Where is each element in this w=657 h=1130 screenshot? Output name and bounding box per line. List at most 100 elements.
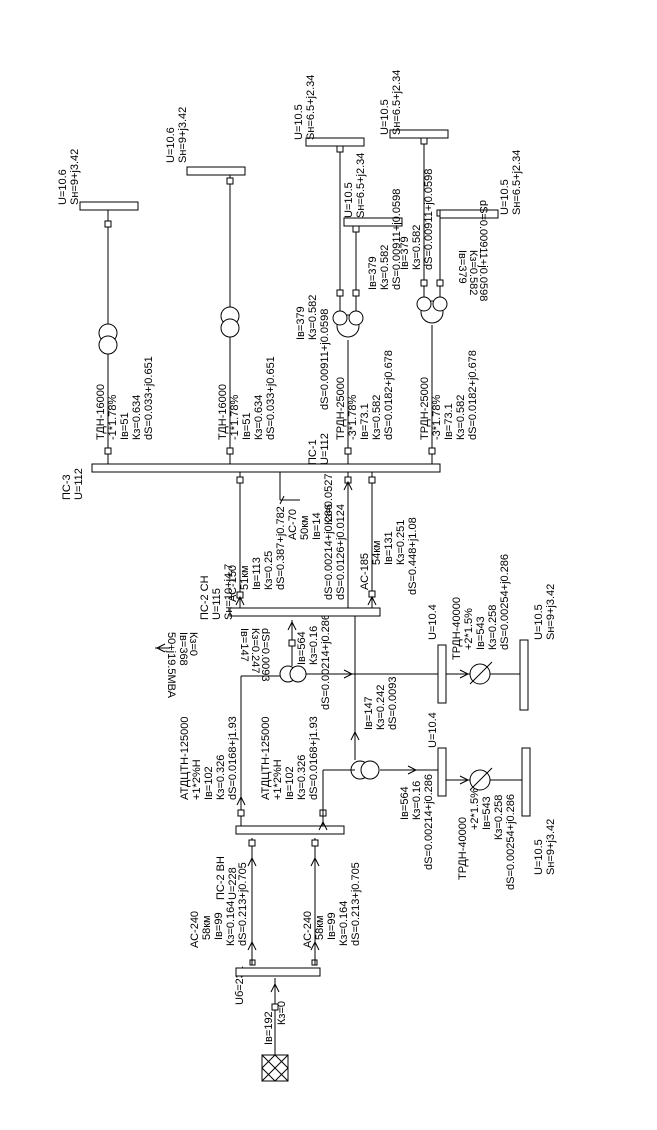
winding-left-b-ds: dS=0.00911+j0.0598 [391,189,403,290]
ac70-len: 50км [299,515,311,540]
load-ps1-1-s: Sн=6.5+j2.34 [305,75,317,140]
mirror-note-l3: Iв=147 [238,628,250,662]
ac240-left-len: 58км [201,915,213,940]
at-lv-upper-kz: Кз=0.242 [375,685,387,730]
atdc-left-ds: dS=0.0168+j1.93 [227,716,239,800]
source-bus [235,967,321,977]
trdn-25k-right-tap: -3*1.78% [431,395,443,440]
mirror-ps1-iv: Iв=379 [456,250,468,284]
tdn-left-type: ТДН-16000 [95,384,107,440]
load-ps3-right-s: Sн=9+j3.42 [177,107,189,163]
lv-bus-upper [437,644,447,704]
ps2-sn-name: ПС-2 СН [199,575,211,620]
winding-left-b-kz: Кз=0.582 [379,245,391,290]
at-lv-upper-iv: Iв=147 [363,696,375,730]
winding-right-a-kz: Кз=0.582 [411,225,423,270]
ac150-len: 51км [239,565,251,590]
load-ps1-4-u: U=10.5 [499,179,511,215]
load-ps1-2-bus [343,217,403,227]
trdn-40k-lower-tap: +2*1.5% [469,788,481,830]
lv-bus-lower [437,747,447,797]
tdn-left-iv: Iв=51 [119,412,131,440]
ac70-kz: Кз=0.0527 [323,473,335,525]
tdn-16000-right-icon [220,306,240,338]
atdc-right-tap: +1*2%Н [272,759,284,800]
load-upper-s: Sн=9+j3.42 [545,584,557,640]
tdn-16000-left-icon [98,323,118,355]
tdn-right-type: ТДН-16000 [217,384,229,440]
mirror-ps1-kz: Кз=0.582 [467,250,479,295]
trdn-40k-lower-kz: Кз=0.258 [493,795,505,840]
ps2-vn-name: ПС-2 ВН [215,856,227,900]
trdn-40k-upper-iv: Iв=543 [475,616,487,650]
ac70-ds-a: dS=0.00214+j0.286 [323,504,335,600]
ps1-u: U=112 [319,433,331,465]
ps2-sn-load: Sн=10+j4.7 [223,564,235,620]
at-lv-upper-ds: dS=0.0093 [387,676,399,730]
winding-right-a-iv: Iв=379 [399,236,411,270]
at-mv-kz: Кз=0.16 [308,626,320,665]
ac185-iv: Iв=131 [383,531,395,565]
trdn-25k-left-tap: -3*1.78% [347,395,359,440]
load-lower-s: Sн=9+j3.42 [545,819,557,875]
atdc-left-kz: Кз=0.326 [215,755,227,800]
trdn-40k-lower-type: ТРДН-40000 [457,817,469,880]
trdn-25k-right-kz: Кз=0.582 [455,395,467,440]
load-ps1-1-u: U=10.5 [293,104,305,140]
winding-left-a-ds: dS=0.00911+j0.0598 [319,309,331,410]
ac150-iv: Iв=113 [251,557,263,590]
ac185-type: АС-185 [359,553,371,590]
ac150-kz: Кз=0.25 [263,551,275,590]
ac185-len: 54км [371,540,383,565]
ac240-right-iv: Iв=99 [326,912,338,940]
winding-left-a-iv: Iв=379 [295,306,307,340]
trdn-40k-upper-type: ТРДН-40000 [451,597,463,660]
load-upper-u: U=10.5 [533,604,545,640]
load-ps3-right-bus [186,166,246,176]
gen-iv-label: Iв=192 [263,1011,275,1045]
ac240-right-kz: Кз=0.164 [338,901,350,946]
ac150-ds: dS=0.387+j0.782 [275,506,287,590]
tdn-left-tap: -1*1.78% [107,395,119,440]
generator-source [261,1054,289,1082]
trdn-40k-upper-ds: dS=0.00254+j0.286 [499,554,511,650]
trdn-40k-lower-iv: Iв=543 [481,796,493,830]
mirror-note-l6: 50+j19.5МВА [165,632,177,699]
ac185-kz: Кз=0.251 [395,520,407,565]
trdn-25k-right-type: ТРДН-25000 [419,377,431,440]
load-ps1-1-bus [305,137,365,147]
winding-left-a-kz: Кз=0.582 [307,295,319,340]
mirror-note-l4: Кз=0 [187,632,199,656]
trdn-25000-left-icon [332,310,364,338]
mirror-note-l2: Кз=0.247 [249,628,261,673]
load-ps3-right-u: U=10.6 [165,127,177,163]
atdc-right-ds: dS=0.0168+j1.93 [308,716,320,800]
load-ps1-3-bus [389,129,449,139]
ac70-ds-b: dS=0.0126+j0.0124 [335,504,347,600]
ac70-iv: Iв=14 [311,512,323,540]
load-ps3-left-s: Sн=9+j3.42 [69,149,81,205]
tdn-left-kz: Кз=0.634 [131,395,143,440]
ac150-type: АС-150 [227,565,239,602]
trdn-25k-right-iv: Iв=73.1 [443,403,455,440]
tdn-right-tap: -1*1.78% [229,395,241,440]
trdn-40000-lower-icon [469,767,493,791]
tdn-right-ds: dS=0.033+j0.651 [265,356,277,440]
ps2-sn-u: U=115 [211,588,223,620]
atdc-right-type: АТДЦТН-125000 [260,717,272,800]
at-mv-lower-iv: Iв=564 [399,786,411,820]
ps1-name: ПС-1 [307,439,319,465]
ac240-right-type: АС-240 [302,911,314,948]
load-10-5-lower-bus [521,747,531,817]
at-mv-ds: dS=0.00214+j0.286 [320,614,332,710]
load-ps1-2-u: U=10.5 [343,182,355,218]
atdc-right-kz: Кз=0.326 [296,755,308,800]
trdn-25k-left-kz: Кз=0.582 [371,395,383,440]
trdn-25k-left-ds: dS=0.0182+j0.678 [383,350,395,440]
mirror-ps1-ds: dS=0.00911+j0.0598 [477,200,489,301]
ps3-name: ПС-3 [61,474,73,500]
load-ps1-4-s: Sн=6.5+j2.34 [511,150,523,215]
at-mv-iv: Iв=564 [296,631,308,665]
ps3-u: U=112 [73,468,85,500]
